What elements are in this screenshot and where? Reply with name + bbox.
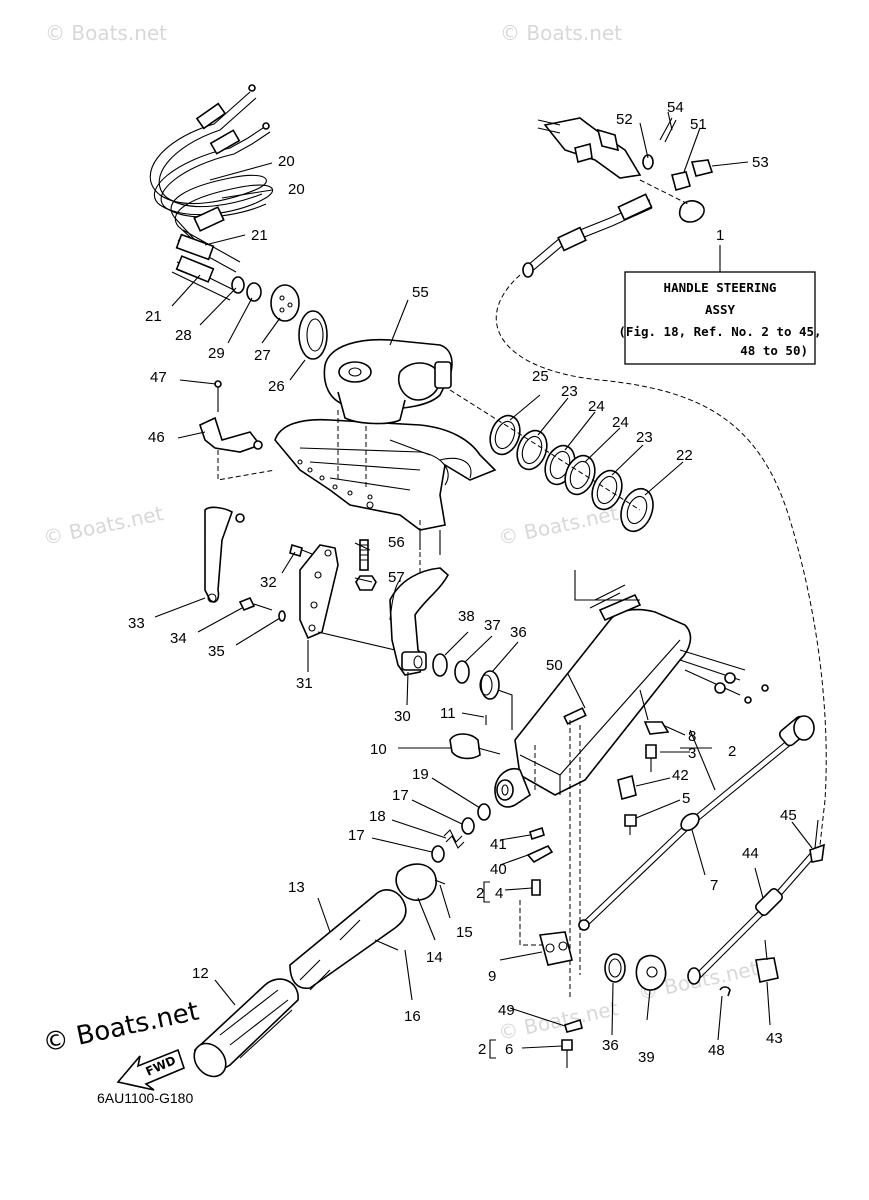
part-label: 51 [690,116,707,133]
part-label: 13 [288,879,305,896]
watermark: © Boats.net [500,21,622,45]
part-label: 11 [440,705,456,722]
pivot-washers [449,389,654,533]
steering-bracket-plate [274,410,497,555]
link-assembly [522,117,714,278]
spring-set [431,803,491,863]
bushings [432,653,513,730]
part-label: 14 [426,949,443,966]
throttle-grip [193,863,446,1078]
stud-56 [355,539,377,591]
part-label: 54 [667,99,684,116]
part-label: 29 [208,345,225,362]
part-label: 17 [348,827,365,844]
throttle-cables [149,84,274,301]
part-label: 37 [484,617,501,634]
part-label: 33 [128,615,145,632]
callout-line-4: 48 to 50) [740,343,808,358]
part-label: 21 [251,227,268,244]
part-label: 12 [192,965,209,982]
part-label: 43 [766,1030,783,1047]
part-label: 21 [145,308,162,325]
part-label: 16 [404,1008,421,1025]
part-label: 36 [510,624,527,641]
part-label: 57 [388,569,405,586]
part-label: 9 [488,968,496,985]
part-label: 56 [388,534,405,551]
leader-lines [154,111,813,1059]
part-label: 50 [546,657,563,674]
part-label: 39 [638,1049,655,1066]
part-label: 47 [150,369,167,386]
fwd-arrow-icon [116,1048,185,1091]
part-label: 1 [716,227,724,244]
part-label: 20 [288,181,305,198]
part-label: 40 [490,861,507,878]
bracket-46 [199,380,276,481]
part-label: 3 [688,745,696,762]
part-label: 4 [495,885,503,902]
part-label: 42 [672,767,689,784]
brand-block: © Boats.net FWD 6AU1100-G180 [40,997,201,1106]
part-label: 49 [498,1002,515,1019]
part-label: 24 [612,414,629,431]
part-label: 36 [602,1037,619,1054]
callout-line-1: HANDLE STEERING [664,280,777,295]
part-label: 23 [636,429,653,446]
arm-30 [389,520,450,676]
part-label: 17 [392,787,409,804]
part-label: 2 [728,743,736,760]
part-label: 23 [561,383,578,400]
part-label: 38 [458,608,475,625]
part-label: 32 [260,574,277,591]
part-label: 41 [490,836,507,853]
part-label: 18 [369,808,386,825]
friction-plates [204,506,396,651]
part-label: 2 [478,1041,486,1058]
part-label: 20 [278,153,295,170]
callout-line-3: (Fig. 18, Ref. No. 2 to 45, [618,324,821,339]
shift-cable-7 [578,715,815,931]
part-label: 8 [688,728,696,745]
lower-cable-parts [604,819,825,997]
part-label: 28 [175,327,192,344]
cable-holder-9 [538,931,583,1068]
part-numbers: 1 2 2 2 3 4 5 6 7 8 9 10 11 12 13 14 15 … [128,99,797,1066]
part-label: 55 [412,284,429,301]
part-label: 27 [254,347,271,364]
part-label: 31 [296,675,313,692]
part-label: 5 [682,790,690,807]
routing-line [495,274,827,846]
part-label: 34 [170,630,187,647]
handle-steering-callout: HANDLE STEERING ASSY (Fig. 18, Ref. No. … [618,245,822,365]
handle-mount-55 [323,338,453,425]
part-label: 26 [268,378,285,395]
part-label: 22 [676,447,693,464]
handle-clips [519,826,554,946]
part-label: 15 [456,924,473,941]
part-label: 10 [370,741,387,758]
part-label: 19 [412,766,429,783]
part-label: 6 [505,1041,513,1058]
callout-line-2: ASSY [705,302,736,317]
body-hardware [617,689,716,835]
part-label: 25 [532,368,549,385]
part-label: 30 [394,708,411,725]
part-label: 2 [476,885,484,902]
part-label: 53 [752,154,769,171]
part-label: 48 [708,1042,725,1059]
part-label: 52 [616,111,633,128]
part-label: 24 [588,398,605,415]
part-label: 44 [742,845,759,862]
friction-knob-10 [449,715,501,760]
part-label: 45 [780,807,797,824]
part-label: 7 [710,877,718,894]
handle-body-50 [494,570,769,1000]
part-label: 35 [208,643,225,660]
part-label: 46 [148,429,165,446]
watermark: © Boats.net [41,501,165,550]
diagram-code: 6AU1100-G180 [97,1090,193,1106]
watermark: © Boats.net [45,21,167,45]
